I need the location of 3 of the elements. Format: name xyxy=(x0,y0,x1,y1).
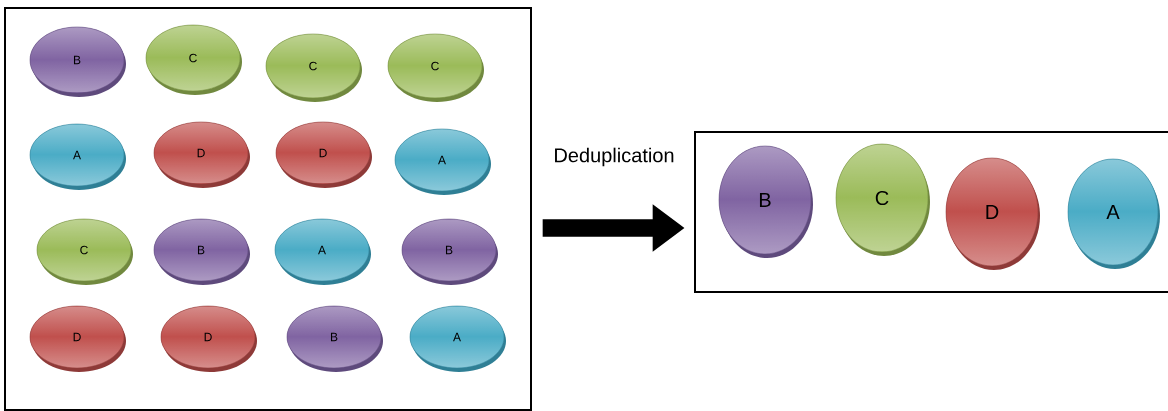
frame-box xyxy=(694,131,1168,293)
frame-box xyxy=(4,7,532,411)
edge-label: Deduplication xyxy=(552,146,676,168)
